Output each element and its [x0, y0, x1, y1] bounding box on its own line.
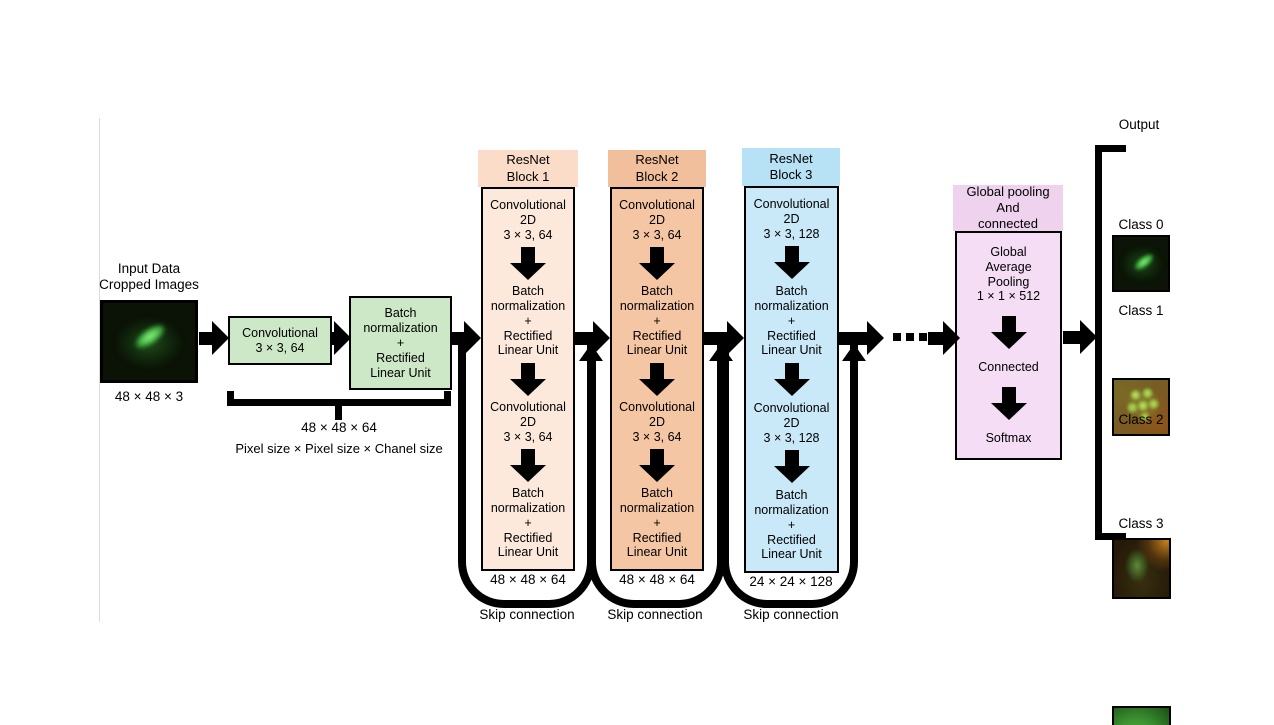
skip-connection-label-1: Skip connection — [479, 607, 575, 622]
resnet2-output-size: 48 × 48 × 64 — [619, 572, 695, 587]
resnet1-conv1: Convolutional 2D 3 × 3, 64 — [490, 198, 566, 242]
resnet3-bn1: Batch normalization + Rectified Linear U… — [754, 284, 829, 358]
pooling-body: Global Average Pooling 1 × 1 × 512 Conne… — [955, 231, 1062, 460]
continuation-dot-2 — [906, 333, 914, 341]
class-3-label: Class 3 — [1118, 516, 1164, 531]
output-bracket-vertical — [1095, 145, 1102, 540]
arrow-resnet3-out — [839, 321, 884, 355]
class-0-image — [1112, 235, 1170, 292]
resnet2-header: ResNet Block 2 — [608, 150, 706, 187]
resnet1-down-arrow-2 — [510, 362, 546, 396]
resnet3-output-size: 24 × 24 × 128 — [749, 574, 833, 589]
pooling-down-arrow-1 — [990, 315, 1027, 349]
resnet3-down-arrow-2 — [773, 363, 810, 396]
arrow-bn-to-resnet1 — [450, 321, 481, 355]
input-size-label: 48 × 48 × 3 — [114, 389, 184, 404]
bracket-bar — [227, 399, 451, 406]
resnet2-body: Convolutional 2D 3 × 3, 64 Batch normali… — [610, 187, 704, 571]
arrow-to-pooling — [928, 321, 960, 355]
resnet2-down-arrow-3 — [639, 448, 675, 482]
resnet3-bn2: Batch normalization + Rectified Linear U… — [754, 488, 829, 562]
resnet1-output-size: 48 × 48 × 64 — [490, 572, 566, 587]
connected-label: Connected — [978, 360, 1039, 375]
resnet3-down-arrow-1 — [773, 246, 810, 280]
continuation-dot-3 — [919, 333, 927, 341]
pooling-down-arrow-2 — [990, 386, 1027, 420]
softmax-label: Softmax — [985, 431, 1032, 446]
arrow-resnet1-to-resnet2 — [575, 321, 610, 355]
class-2-label: Class 2 — [1118, 412, 1164, 427]
bracket-center-stem — [335, 406, 342, 420]
conv-box: Convolutional 3 × 3, 64 — [228, 316, 332, 365]
bracket-caption: Pixel size × Pixel size × Chanel size — [235, 441, 443, 456]
resnet1-bn2: Batch normalization + Rectified Linear U… — [490, 486, 566, 560]
arrow-input-to-conv — [199, 321, 229, 355]
resnet2-conv2: Convolutional 2D 3 × 3, 64 — [619, 400, 695, 444]
skip-arrowhead-3 — [842, 344, 866, 361]
resnet1-down-arrow-3 — [510, 448, 546, 482]
resnet2-down-arrow-1 — [639, 246, 675, 280]
resnet2-bn2: Batch normalization + Rectified Linear U… — [619, 486, 695, 560]
class-1-label: Class 1 — [1118, 303, 1164, 318]
resnet1-conv2: Convolutional 2D 3 × 3, 64 — [490, 400, 566, 444]
bracket-left-riser — [227, 391, 234, 406]
resnet2-down-arrow-2 — [639, 362, 675, 396]
pooling-header: Global pooling And connected — [953, 184, 1063, 231]
resnet3-header: ResNet Block 3 — [742, 148, 840, 186]
arrow-resnet2-to-resnet3 — [704, 321, 744, 355]
batchnorm-box: Batch normalization + Rectified Linear U… — [349, 296, 452, 390]
resnet3-conv1: Convolutional 2D 3 × 3, 128 — [753, 197, 830, 241]
continuation-dot-1 — [893, 333, 901, 341]
resnet1-down-arrow-1 — [510, 246, 546, 280]
global-average-pooling-label: Global Average Pooling 1 × 1 × 512 — [976, 245, 1041, 304]
resnet3-conv2: Convolutional 2D 3 × 3, 128 — [753, 401, 830, 445]
input-image — [100, 300, 198, 383]
class-1-cell-cluster — [1124, 386, 1162, 422]
input-title: Input Data Cropped Images — [99, 261, 199, 292]
bracket-size-label: 48 × 48 × 64 — [301, 420, 377, 435]
class-3-image — [1112, 706, 1171, 725]
output-bracket-top-arm — [1095, 145, 1126, 152]
arrow-pooling-to-output — [1063, 320, 1097, 354]
skip-connection-label-3: Skip connection — [743, 607, 839, 622]
resnet2-bn1: Batch normalization + Rectified Linear U… — [619, 284, 695, 358]
bracket-right-riser — [444, 391, 451, 406]
skip-connection-label-2: Skip connection — [607, 607, 703, 622]
page-edge-line — [99, 118, 100, 622]
arrow-conv-to-bn — [330, 321, 351, 355]
resnet2-conv1: Convolutional 2D 3 × 3, 64 — [619, 198, 695, 242]
output-bracket-bottom-arm — [1095, 533, 1126, 540]
resnet1-header: ResNet Block 1 — [478, 150, 578, 187]
resnet1-body: Convolutional 2D 3 × 3, 64 Batch normali… — [481, 187, 575, 571]
class-2-image — [1112, 538, 1171, 599]
skip-loop-3 — [721, 342, 858, 608]
output-title: Output — [1118, 117, 1160, 132]
resnet3-down-arrow-3 — [773, 450, 810, 484]
resnet1-bn1: Batch normalization + Rectified Linear U… — [490, 284, 566, 358]
resnet3-body: Convolutional 2D 3 × 3, 128 Batch normal… — [744, 186, 839, 573]
class-1-image — [1112, 378, 1170, 436]
class-0-label: Class 0 — [1118, 217, 1164, 232]
